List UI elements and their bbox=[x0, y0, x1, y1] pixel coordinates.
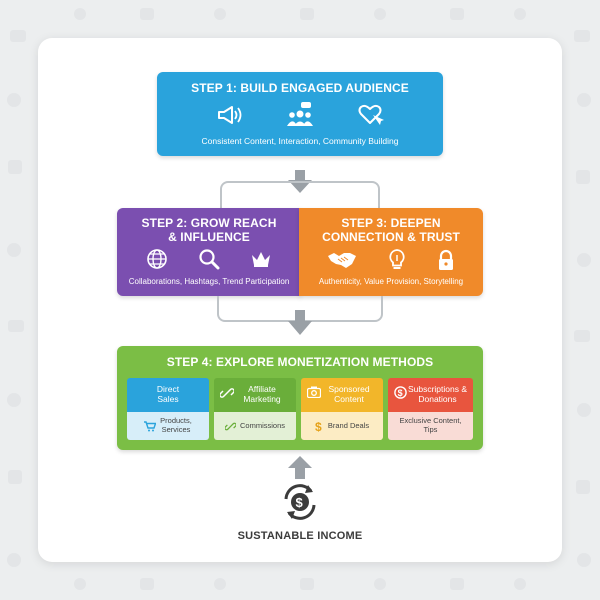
svg-text:$: $ bbox=[315, 420, 322, 433]
step3-title-line2: CONNECTION & TRUST bbox=[322, 230, 460, 245]
method-direct-sales-detail-line1: Products, bbox=[160, 416, 192, 426]
method-subscriptions-donations-body: Exclusive Content, Tips bbox=[388, 412, 473, 440]
step3-icons bbox=[299, 248, 483, 272]
cart-icon bbox=[144, 420, 157, 431]
method-subscriptions-donations-header: $ Subscriptions & Donations bbox=[388, 378, 473, 412]
step3-title: STEP 3: DEEPEN CONNECTION & TRUST bbox=[299, 216, 483, 245]
step1-subtitle: Consistent Content, Interaction, Communi… bbox=[201, 136, 399, 146]
method-direct-sales-body: Products, Services bbox=[127, 412, 209, 440]
step3-box: STEP 3: DEEPEN CONNECTION & TRUST Authen… bbox=[299, 208, 483, 296]
up-arrow bbox=[288, 456, 312, 479]
lightbulb-icon bbox=[389, 249, 405, 269]
method-affiliate-marketing-title: Affiliate Marketing bbox=[229, 384, 281, 405]
method-direct-sales-title: Direct Sales bbox=[156, 384, 180, 405]
magnifier-icon bbox=[199, 249, 220, 270]
method-subscriptions-donations: $ Subscriptions & Donations Exclusive Co… bbox=[388, 378, 473, 440]
method-affiliate-detail: Commissions bbox=[239, 420, 285, 430]
method-direct-sales: Direct Sales Products, Services bbox=[127, 378, 209, 440]
method-sponsored-title-line2: Content bbox=[334, 394, 364, 404]
padlock-icon bbox=[439, 249, 453, 270]
handshake-icon bbox=[328, 253, 356, 268]
step2-title-line2: & INFLUENCE bbox=[168, 230, 250, 245]
camera-icon bbox=[307, 386, 321, 398]
method-subscriptions-title-line2: Donations bbox=[418, 394, 457, 404]
megaphone-icon bbox=[218, 106, 242, 124]
users-chat-icon bbox=[287, 102, 313, 126]
method-direct-sales-title-line2: Sales bbox=[157, 394, 179, 404]
step2-subtitle: Collaborations, Hashtags, Trend Particip… bbox=[128, 277, 290, 286]
link-small-icon bbox=[224, 422, 236, 430]
dollar-icon: $ bbox=[315, 420, 322, 433]
svg-text:$: $ bbox=[296, 495, 304, 510]
step1-box: STEP 1: BUILD ENGAGED AUDIENCE Consisten… bbox=[157, 72, 443, 156]
link-icon bbox=[220, 388, 234, 398]
method-affiliate-marketing-body: Commissions bbox=[214, 412, 296, 440]
step4-title: STEP 4: EXPLORE MONETIZATION METHODS bbox=[166, 355, 434, 369]
method-direct-sales-detail: Products, Services bbox=[160, 417, 192, 434]
method-sponsored-title-line1: Sponsored bbox=[328, 384, 370, 395]
method-affiliate-title-line2: Marketing bbox=[243, 394, 281, 404]
step1-icons bbox=[157, 102, 443, 128]
method-sponsored-detail: Brand Deals bbox=[327, 420, 370, 430]
method-subscriptions-detail-line2: Tips bbox=[423, 425, 438, 434]
method-sponsored-content-title: Sponsored Content bbox=[314, 384, 370, 405]
method-subscriptions-title: Subscriptions & Donations bbox=[394, 384, 468, 405]
method-subscriptions-title-line1: Subscriptions & bbox=[407, 384, 468, 395]
dollar-coin-icon: $ bbox=[394, 386, 407, 399]
step2-title: STEP 2: GROW REACH & INFLUENCE bbox=[117, 216, 301, 245]
step1-title: STEP 1: BUILD ENGAGED AUDIENCE bbox=[191, 81, 409, 95]
outcome-label: SUSTANABLE INCOME bbox=[237, 530, 363, 542]
step2-icons bbox=[117, 248, 301, 270]
method-subscriptions-detail: Exclusive Content, Tips bbox=[399, 417, 461, 434]
recurring-dollar-icon: $ bbox=[284, 484, 316, 520]
method-sponsored-content: Sponsored Content $ Brand Deals bbox=[301, 378, 383, 440]
crown-icon bbox=[252, 252, 270, 267]
method-subscriptions-detail-line1: Exclusive Content, bbox=[399, 416, 462, 426]
method-affiliate-marketing: Affiliate Marketing Commissions bbox=[214, 378, 296, 440]
step2-title-line1: STEP 2: GROW REACH bbox=[141, 216, 277, 230]
svg-text:$: $ bbox=[398, 388, 403, 398]
heart-cursor-icon bbox=[358, 104, 384, 125]
method-affiliate-marketing-header: Affiliate Marketing bbox=[214, 378, 296, 412]
method-direct-sales-title-line1: Direct bbox=[156, 384, 180, 395]
step3-title-line1: STEP 3: DEEPEN bbox=[341, 216, 441, 230]
globe-icon bbox=[147, 249, 167, 269]
method-affiliate-title-line1: Affiliate bbox=[248, 384, 276, 395]
method-direct-sales-detail-line2: Services bbox=[161, 425, 191, 434]
down-arrow-2 bbox=[288, 310, 312, 335]
method-direct-sales-header: Direct Sales bbox=[127, 378, 209, 412]
method-sponsored-content-header: Sponsored Content bbox=[301, 378, 383, 412]
step3-subtitle: Authenticity, Value Provision, Storytell… bbox=[318, 277, 464, 286]
step2-box: STEP 2: GROW REACH & INFLUENCE Collabora… bbox=[117, 208, 301, 296]
step4-box: STEP 4: EXPLORE MONETIZATION METHODS Dir… bbox=[117, 346, 483, 450]
method-sponsored-content-body: $ Brand Deals bbox=[301, 412, 383, 440]
connector-top bbox=[220, 181, 380, 211]
